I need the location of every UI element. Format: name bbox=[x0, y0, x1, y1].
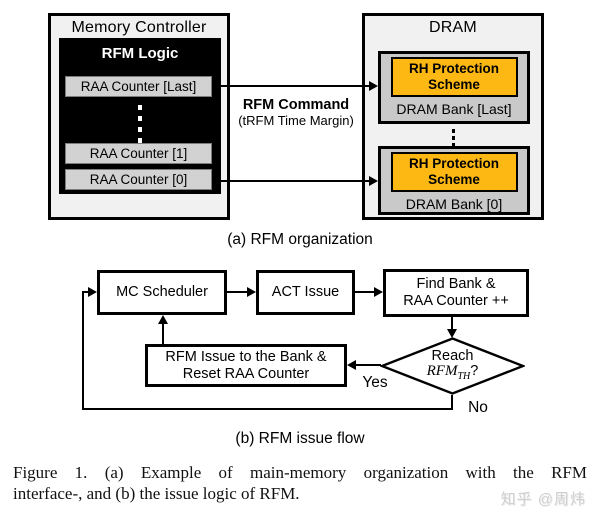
rh-scheme-line1: RH Protection bbox=[408, 61, 499, 76]
rh-protection-scheme-0: RH Protection Scheme bbox=[390, 152, 518, 192]
dram-title: DRAM bbox=[429, 19, 477, 36]
mc-scheduler-label: MC Scheduler bbox=[116, 284, 208, 300]
decision-line2: RFMTH? bbox=[426, 362, 479, 384]
figure-caption-line1: Figure 1. (a) Example of main-memory org… bbox=[13, 462, 587, 483]
decision-diamond: Reach RFMTH? bbox=[378, 337, 527, 395]
ellipsis-dot bbox=[451, 135, 455, 140]
figure-caption-text: (a) Example of main-memory organization … bbox=[104, 463, 587, 482]
arrowhead-right-icon bbox=[374, 287, 383, 297]
rh-protection-scheme-last: RH Protection Scheme bbox=[390, 57, 518, 97]
figure-caption-line2: interface-, and (b) the issue logic of R… bbox=[13, 484, 300, 503]
rfm-command-label: RFM Command (tRFM Time Margin) bbox=[222, 97, 370, 128]
vertical-ellipsis-icon bbox=[365, 127, 541, 148]
memory-controller-panel: Memory Controller RFM Logic RAA Counter … bbox=[48, 13, 230, 220]
dram-bank-last-label: DRAM Bank [Last] bbox=[396, 101, 512, 117]
raa-counter-last: RAA Counter [Last] bbox=[65, 76, 212, 97]
raa-counter-1: RAA Counter [1] bbox=[65, 143, 212, 164]
trfm-margin-text: (tRFM Time Margin) bbox=[238, 113, 354, 128]
figure-number: Figure 1. bbox=[13, 463, 88, 482]
arrowhead-down-icon bbox=[447, 329, 457, 338]
no-path-down-segment bbox=[451, 395, 453, 410]
decision-line1: Reach bbox=[431, 347, 474, 364]
decision-subscript: TH bbox=[457, 370, 471, 382]
rfm-issue-line1: RFM Issue to the Bank & bbox=[165, 348, 327, 365]
arrow-rfm-issue-to-mc bbox=[162, 323, 164, 344]
act-issue-box: ACT Issue bbox=[256, 270, 355, 315]
arrowhead-right-icon bbox=[247, 287, 256, 297]
act-issue-label: ACT Issue bbox=[271, 284, 340, 300]
rh-scheme-line1: RH Protection bbox=[408, 156, 499, 171]
arrowhead-up-icon bbox=[158, 315, 168, 324]
dram-bank-0: RH Protection Scheme DRAM Bank [0] bbox=[378, 146, 530, 215]
arrow-decision-to-rfm-issue bbox=[354, 364, 381, 366]
mc-scheduler-box: MC Scheduler bbox=[97, 270, 227, 315]
rfm-issue-line2: Reset RAA Counter bbox=[182, 365, 310, 382]
arrow-mc-to-act bbox=[227, 291, 248, 293]
ellipsis-dot bbox=[138, 138, 142, 143]
diamond-shape-icon bbox=[378, 337, 527, 395]
dram-panel: DRAM RH Protection Scheme DRAM Bank [Las… bbox=[362, 13, 544, 220]
no-path-bottom-segment bbox=[82, 408, 453, 410]
dram-bank-last: RH Protection Scheme DRAM Bank [Last] bbox=[378, 51, 530, 124]
watermark: 知乎 @周炜 bbox=[500, 491, 586, 508]
ellipsis-dot bbox=[138, 116, 142, 121]
rfm-command-text: RFM Command bbox=[242, 97, 350, 113]
caption-a: (a) RFM organization bbox=[227, 231, 373, 248]
rfm-issue-box: RFM Issue to the Bank & Reset RAA Counte… bbox=[145, 344, 347, 387]
rh-scheme-line2: Scheme bbox=[428, 77, 480, 92]
arrowhead-left-icon bbox=[347, 360, 356, 370]
caption-b: (b) RFM issue flow bbox=[235, 430, 365, 447]
rfm-logic-title: RFM Logic bbox=[101, 45, 179, 62]
arrowhead-right-icon bbox=[369, 81, 378, 91]
rh-scheme-line2: Scheme bbox=[428, 172, 480, 187]
ellipsis-dot bbox=[451, 128, 455, 133]
memory-controller-title: Memory Controller bbox=[71, 19, 207, 36]
raa-counter-0: RAA Counter [0] bbox=[65, 169, 212, 190]
find-bank-line2: RAA Counter ++ bbox=[403, 293, 509, 309]
find-bank-line1: Find Bank & bbox=[416, 276, 496, 292]
arrowhead-right-icon bbox=[369, 176, 378, 186]
ellipsis-dot bbox=[138, 127, 142, 132]
arrow-rfm-command-top bbox=[214, 85, 369, 87]
arrow-find-to-decision bbox=[451, 317, 453, 330]
decision-label: Reach RFMTH? bbox=[380, 337, 525, 395]
ellipsis-dot bbox=[138, 105, 142, 110]
arrowhead-right-icon bbox=[88, 287, 97, 297]
decision-question-mark: ? bbox=[470, 362, 479, 379]
ellipsis-dot bbox=[451, 142, 455, 147]
find-bank-box: Find Bank & RAA Counter ++ bbox=[383, 269, 529, 317]
dram-bank-0-label: DRAM Bank [0] bbox=[405, 196, 503, 212]
vertical-ellipsis-icon bbox=[59, 102, 221, 146]
no-label: No bbox=[468, 399, 488, 416]
arrow-rfm-command-bottom bbox=[214, 180, 369, 182]
yes-label: Yes bbox=[362, 374, 388, 391]
decision-var: RFM bbox=[426, 362, 458, 379]
no-path-left-segment bbox=[82, 291, 84, 410]
rfm-logic-block: RFM Logic RAA Counter [Last] RAA Counter… bbox=[59, 38, 221, 194]
figure-caption: Figure 1. (a) Example of main-memory org… bbox=[13, 462, 587, 504]
no-path-into-mc-segment bbox=[82, 291, 90, 293]
arrow-act-to-find bbox=[355, 291, 375, 293]
